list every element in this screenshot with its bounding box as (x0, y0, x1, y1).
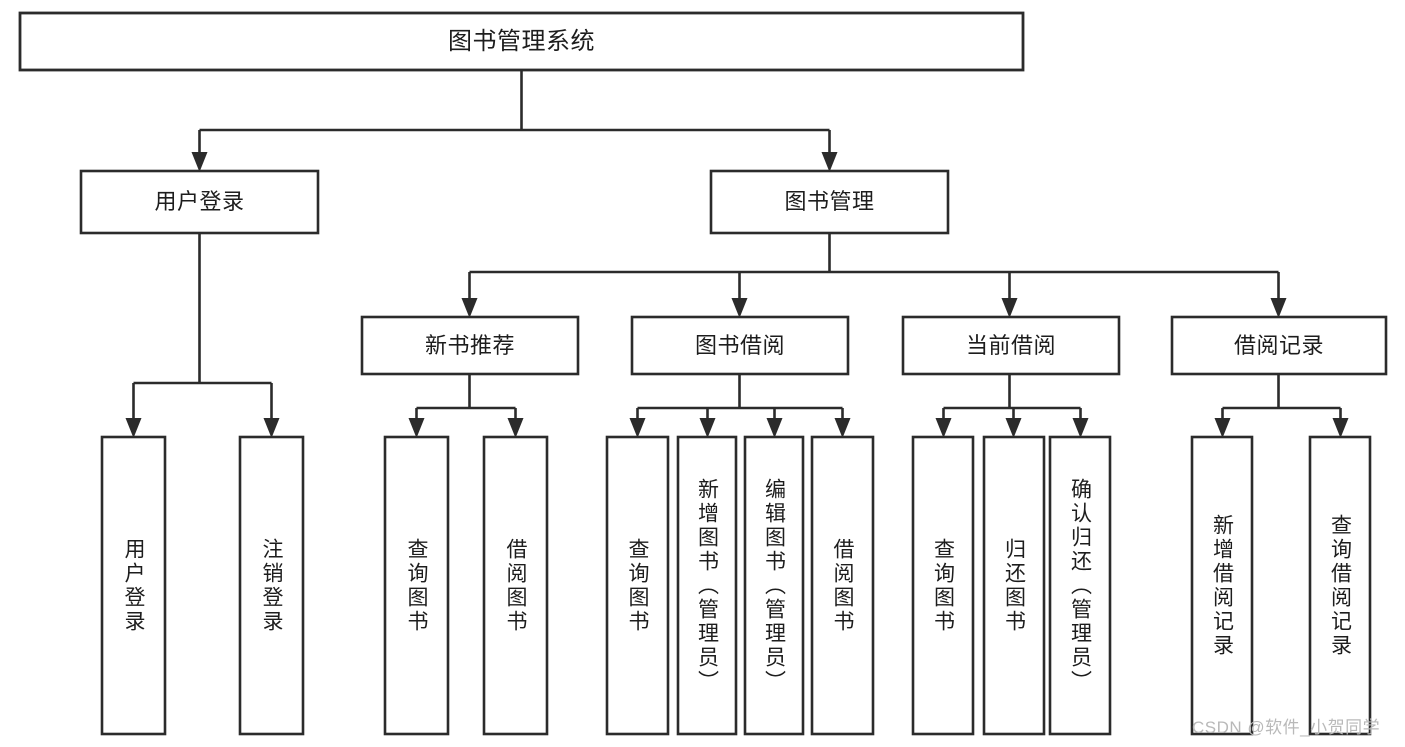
connector-bookborrow-to-leaves (629, 374, 851, 438)
arrow-head-icon (191, 152, 208, 172)
node-box-leaf-add-book-admin[interactable] (676, 435, 738, 736)
node-box-leaf-query-book-borrow[interactable] (605, 435, 670, 736)
node-box-book-borrow[interactable] (630, 315, 850, 376)
arrow-head-icon (125, 418, 142, 438)
arrow-head-icon (1270, 298, 1287, 318)
connector-root-to-level2 (191, 70, 838, 172)
arrow-head-icon (1005, 418, 1022, 438)
node-box-leaf-borrow-book[interactable] (810, 435, 875, 736)
node-box-leaf-edit-book-admin[interactable] (743, 435, 805, 736)
node-box-root[interactable] (18, 11, 1025, 72)
arrow-head-icon (821, 152, 838, 172)
node-box-book-management[interactable] (709, 169, 950, 235)
node-box-leaf-borrow-book-rec[interactable] (482, 435, 549, 736)
arrow-head-icon (834, 418, 851, 438)
arrow-head-icon (629, 418, 646, 438)
arrow-head-icon (1001, 298, 1018, 318)
node-box-current-borrow[interactable] (901, 315, 1121, 376)
node-box-leaf-query-book-rec[interactable] (383, 435, 450, 736)
node-box-leaf-logout[interactable] (238, 435, 305, 736)
node-box-leaf-return-book[interactable] (982, 435, 1046, 736)
arrow-head-icon (1214, 418, 1231, 438)
connector-currentborrow-to-leaves (935, 374, 1089, 438)
connector-bookmgmt-to-level3 (461, 233, 1287, 318)
connector-userlogin-to-leaves (125, 233, 280, 438)
arrow-head-icon (766, 418, 783, 438)
arrow-head-icon (507, 418, 524, 438)
arrow-head-icon (935, 418, 952, 438)
connector-borrowrecord-to-leaves (1214, 374, 1349, 438)
node-box-leaf-user-login[interactable] (100, 435, 167, 736)
arrow-head-icon (1332, 418, 1349, 438)
node-box-leaf-query-book-current[interactable] (911, 435, 975, 736)
arrow-head-icon (699, 418, 716, 438)
node-box-new-book-recommend[interactable] (360, 315, 580, 376)
connector-newbook-to-leaves (408, 374, 524, 438)
node-box-borrow-record[interactable] (1170, 315, 1388, 376)
node-box-user-login[interactable] (79, 169, 320, 235)
node-box-leaf-query-borrow-record[interactable] (1308, 435, 1372, 736)
arrow-head-icon (408, 418, 425, 438)
node-box-leaf-add-borrow-record[interactable] (1190, 435, 1254, 736)
arrow-head-icon (731, 298, 748, 318)
arrow-head-icon (263, 418, 280, 438)
node-box-leaf-confirm-return-admin[interactable] (1048, 435, 1112, 736)
arrow-head-icon (1072, 418, 1089, 438)
arrow-head-icon (461, 298, 478, 318)
